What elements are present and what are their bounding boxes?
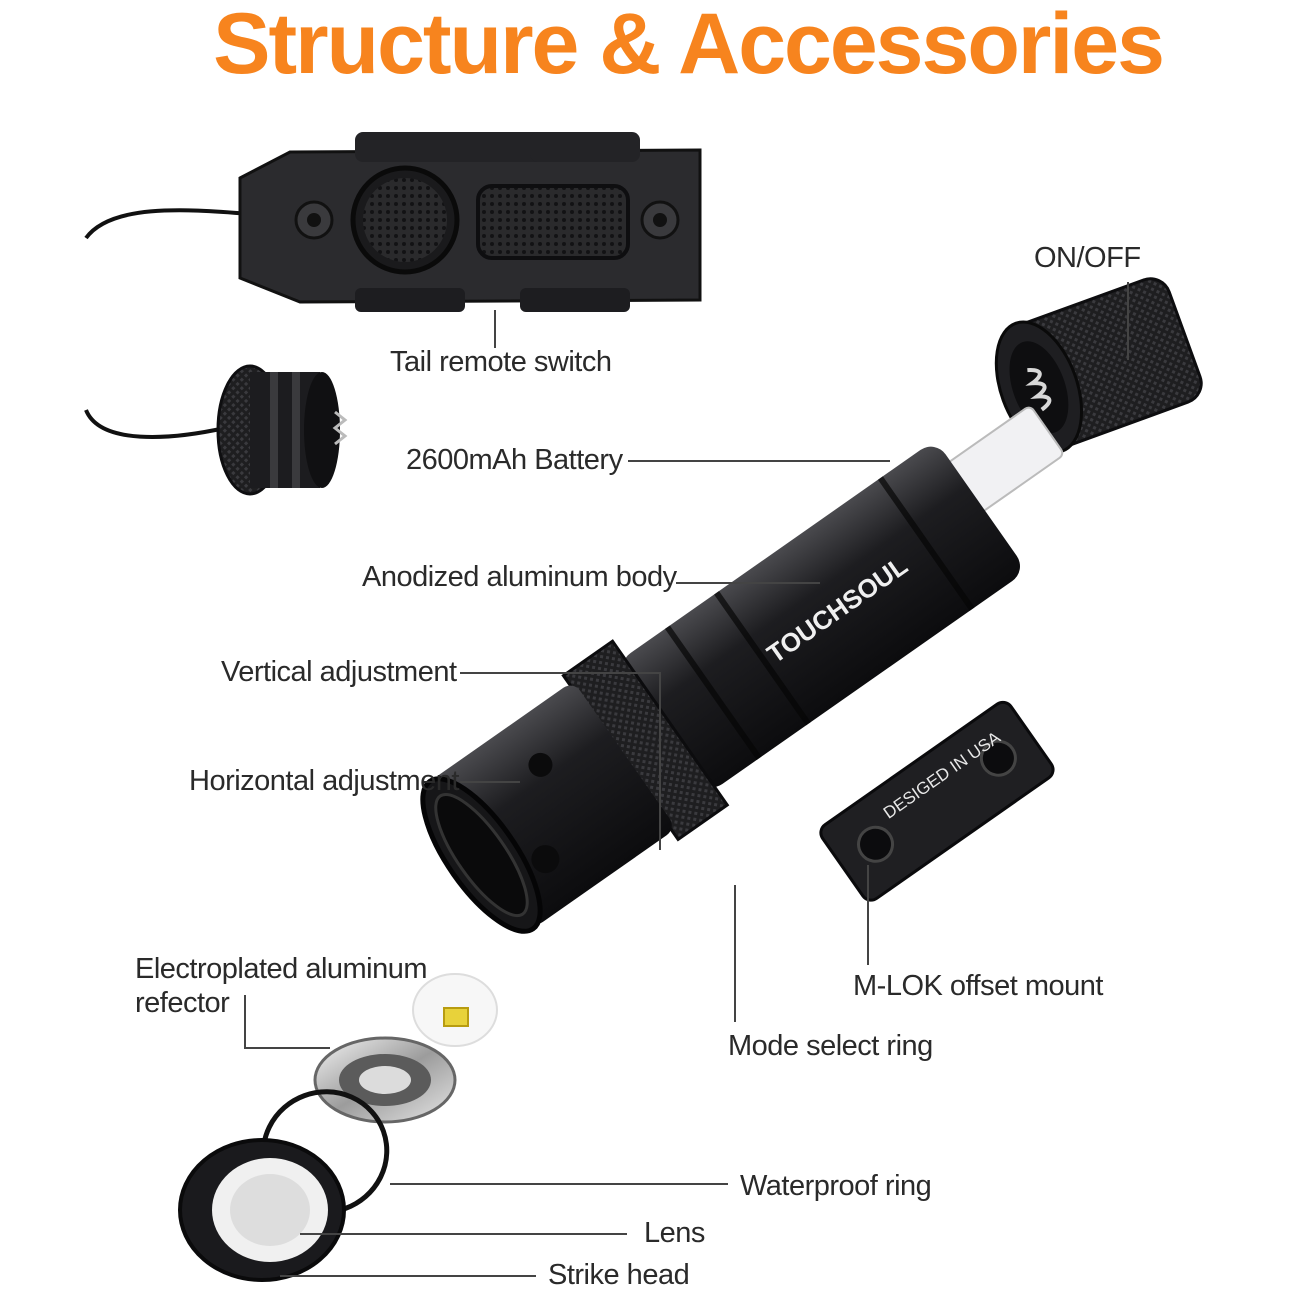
label-lens: Lens (644, 1217, 705, 1249)
tail-remote-switch (238, 132, 702, 312)
strike-head (178, 1138, 346, 1282)
remote-cable (84, 208, 251, 240)
label-vertical-adjustment: Vertical adjustment (221, 656, 457, 688)
leader-lines (244, 282, 1129, 1277)
led-board (412, 973, 498, 1047)
reflector (313, 1036, 457, 1124)
label-battery: 2600mAh Battery (406, 444, 623, 476)
label-tail-remote-switch: Tail remote switch (390, 346, 612, 378)
label-strike-head: Strike head (548, 1259, 690, 1291)
mlok-mount: DESIGED IN USA (819, 700, 1055, 902)
page-title: Structure & Accessories (213, 0, 1165, 92)
label-aluminum-body: Anodized aluminum body (362, 561, 677, 593)
remote-tail-cap (216, 364, 348, 496)
flashlight-body: TOUCHSOUL (420, 446, 1020, 934)
label-mlok-mount: M-LOK offset mount (853, 970, 1103, 1002)
label-horizontal-adjustment: Horizontal adjustment (189, 765, 459, 797)
tail-cap-cable (84, 409, 226, 439)
label-mode-select-ring: Mode select ring (728, 1030, 933, 1062)
label-on-off: ON/OFF (1034, 242, 1141, 274)
label-reflector: Electroplated aluminum refector (135, 953, 428, 1019)
label-waterproof-ring: Waterproof ring (740, 1170, 932, 1202)
on-off-tail-cap (994, 277, 1203, 454)
